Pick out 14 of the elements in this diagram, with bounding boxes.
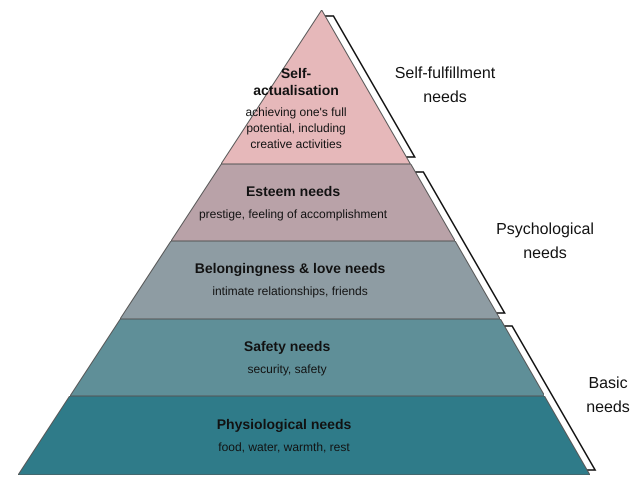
tier-heading: Physiological needs — [216, 416, 352, 432]
tier-description: food, water, warmth, rest — [218, 438, 350, 454]
tier-description: intimate relationships, friends — [212, 283, 368, 299]
pyramid-tier — [120, 241, 500, 319]
group-label: Self-fulfillment needs — [394, 64, 496, 108]
pyramid-tier — [70, 319, 544, 396]
group-label: Psychological needs — [495, 220, 595, 264]
tier-heading: Esteem needs — [246, 182, 340, 200]
group-label: Basic needs — [585, 374, 631, 418]
tier-heading: Belongingness & love needs — [194, 260, 386, 277]
tier-heading: Safety needs — [244, 338, 330, 354]
pyramid-tier — [170, 164, 456, 241]
tier-description: prestige, feeling of accomplishment — [198, 206, 388, 222]
tier-description: security, safety — [247, 360, 327, 376]
